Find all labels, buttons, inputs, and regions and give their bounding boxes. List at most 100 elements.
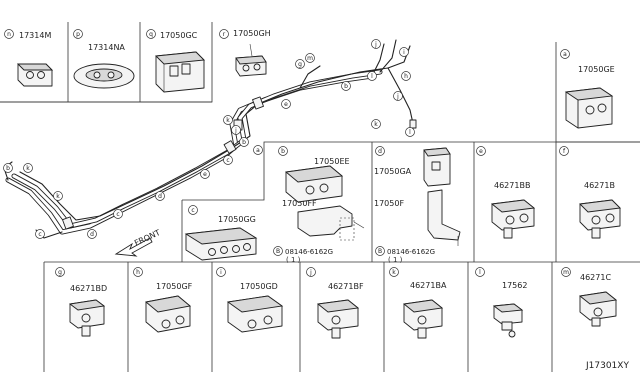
callout-tube: b bbox=[3, 163, 13, 173]
part-number-17050F: 17050F bbox=[374, 199, 404, 208]
front-arrow-icon bbox=[114, 237, 153, 257]
panel-a: a 17050GE bbox=[560, 49, 615, 129]
fuel-tube-assembly bbox=[3, 39, 417, 239]
callout-letter: b bbox=[344, 83, 348, 90]
callout-tube: h bbox=[401, 71, 411, 81]
callout-letter: b bbox=[281, 148, 285, 155]
callout-tube: k bbox=[371, 119, 381, 129]
callout-letter: k bbox=[374, 121, 378, 128]
callout-tube: l bbox=[405, 127, 415, 137]
panel-h: h 17050GF bbox=[133, 267, 193, 333]
part-number-17050GE: 17050GE bbox=[578, 65, 615, 74]
part-number-17050GD: 17050GD bbox=[240, 282, 278, 291]
panel-d: d 17050GA 17050F B 08146-6162G ( 1 ) bbox=[374, 146, 461, 264]
callout-tube: k bbox=[53, 191, 63, 201]
callout-letter: b bbox=[242, 139, 246, 146]
callout-f bbox=[559, 146, 569, 156]
part-number-17314M: 17314M bbox=[19, 31, 51, 40]
callout-letter: q bbox=[149, 31, 153, 38]
panel-m: m 46271C bbox=[561, 267, 618, 327]
callout-letter: a bbox=[256, 147, 260, 154]
callout-c bbox=[188, 205, 198, 215]
callout-tube: d bbox=[87, 229, 97, 239]
callout-b bbox=[278, 146, 288, 156]
part-number-17050FF: 17050FF bbox=[282, 199, 317, 208]
callout-tube: i bbox=[399, 47, 409, 57]
panel-f: f 46271B bbox=[559, 146, 621, 239]
callout-tube: c bbox=[113, 209, 123, 219]
panel-q: q 17050GC bbox=[146, 29, 205, 93]
callout-letter: g bbox=[58, 269, 62, 276]
bracket-17050FF bbox=[297, 205, 365, 241]
clip-46271BF bbox=[316, 299, 360, 339]
clip-17050GH bbox=[235, 43, 267, 77]
callout-tube: c bbox=[35, 229, 45, 239]
callout-letter: j bbox=[396, 93, 399, 100]
clip-46271BA bbox=[402, 299, 444, 339]
callout-tube: b bbox=[239, 137, 249, 147]
part-number-17050EE: 17050EE bbox=[314, 157, 350, 166]
clip-17050EE bbox=[284, 165, 344, 203]
bolt-callout-2: B 08146-6162G ( 1 ) bbox=[375, 246, 435, 264]
callout-tube: k bbox=[23, 163, 33, 173]
callout-letter: j bbox=[309, 269, 312, 276]
clip-46271BB bbox=[490, 199, 536, 239]
panel-k: k 46271BA bbox=[389, 267, 447, 339]
callout-letter: m bbox=[307, 55, 313, 62]
main-callouts: b k k c d c d e c a b j k e g m b j i h … bbox=[3, 39, 415, 239]
callout-m bbox=[561, 267, 571, 277]
callout-letter: k bbox=[56, 193, 60, 200]
callout-letter: g bbox=[298, 61, 302, 68]
callout-j bbox=[306, 267, 316, 277]
callout-tube: a bbox=[253, 145, 263, 155]
callout-letter: j bbox=[374, 41, 377, 48]
clip-17050GG bbox=[184, 227, 258, 261]
callout-letter: a bbox=[563, 51, 567, 58]
callout-letter: j bbox=[234, 127, 237, 134]
callout-tube: c bbox=[223, 155, 233, 165]
callout-e bbox=[476, 146, 486, 156]
callout-letter: k bbox=[392, 269, 396, 276]
part-number-46271BB: 46271BB bbox=[494, 181, 530, 190]
callout-letter: e bbox=[203, 171, 207, 178]
callout-h bbox=[133, 267, 143, 277]
callout-letter: c bbox=[191, 207, 194, 214]
panel-i: i 17050GD bbox=[216, 267, 284, 333]
part-number-17050GA: 17050GA bbox=[374, 167, 412, 176]
callout-letter: c bbox=[116, 211, 119, 218]
part-number-46271C: 46271C bbox=[580, 273, 611, 282]
panel-frames bbox=[0, 22, 640, 372]
clip-46271C bbox=[578, 291, 618, 327]
callout-d bbox=[375, 146, 385, 156]
bolt-letter: B bbox=[276, 248, 280, 255]
callout-l bbox=[475, 267, 485, 277]
panel-l: l 17562 bbox=[475, 267, 527, 338]
clip-17562 bbox=[492, 303, 524, 338]
callout-letter: d bbox=[378, 148, 382, 155]
callout-letter: c bbox=[38, 231, 41, 238]
bolt-qty: ( 1 ) bbox=[286, 256, 301, 264]
callout-tube: g bbox=[295, 59, 305, 69]
callout-p bbox=[73, 29, 83, 39]
callout-r bbox=[219, 29, 229, 39]
part-number-17050GG: 17050GG bbox=[218, 215, 256, 224]
callout-tube: k bbox=[223, 115, 233, 125]
part-number-17562: 17562 bbox=[502, 281, 527, 290]
callout-k bbox=[389, 267, 399, 277]
panel-j: j 46271BF bbox=[306, 267, 364, 339]
front-indicator: FRONT bbox=[114, 228, 162, 257]
callout-letter: c bbox=[226, 157, 229, 164]
callout-letter: l bbox=[409, 129, 411, 136]
callout-letter: p bbox=[76, 31, 80, 38]
panel-r: r 17050GH bbox=[219, 29, 271, 77]
callout-letter: m bbox=[563, 269, 569, 276]
callout-letter: i bbox=[220, 269, 222, 276]
panel-p: p 17314NA bbox=[73, 29, 135, 89]
callout-tube: m bbox=[305, 53, 315, 63]
part-number-17050GH: 17050GH bbox=[233, 29, 271, 38]
panel-b: b 17050EE 17050FF B 08146-6162G ( 1 ) bbox=[273, 146, 365, 264]
clip-17050GF bbox=[144, 295, 192, 333]
clip-17050GD bbox=[226, 295, 284, 333]
callout-tube: e bbox=[200, 169, 210, 179]
